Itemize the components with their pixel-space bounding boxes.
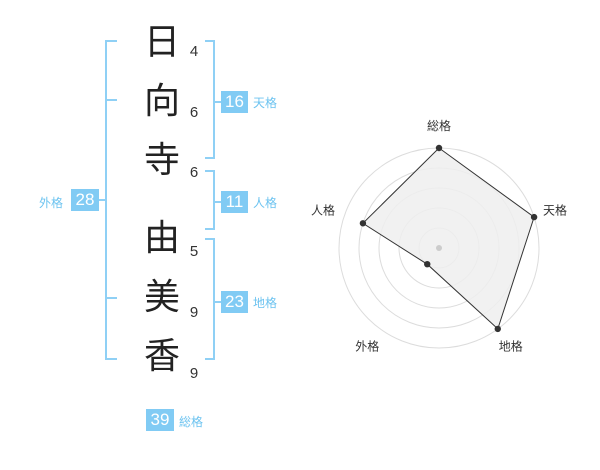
radar-point-3: [494, 325, 501, 333]
radar-polygon: [362, 147, 535, 330]
gaikaku-label: 外格: [39, 196, 64, 210]
tenkaku-label: 天格: [253, 96, 278, 110]
stroke-count-1: 4: [189, 43, 199, 60]
radar-center-dot: [436, 245, 442, 251]
name-char-4: 由: [143, 218, 180, 259]
name-char-6: 香: [143, 336, 180, 377]
name-char-5: 美: [143, 277, 180, 318]
radar-axis-label-2: 天格: [543, 202, 567, 217]
soukaku-label: 総格: [179, 415, 204, 429]
name-char-2: 向: [143, 81, 180, 122]
soukaku-value-badge: 39: [146, 409, 174, 431]
stroke-count-6: 9: [189, 365, 199, 382]
radar-shape: [359, 144, 538, 333]
stroke-count-2: 6: [189, 104, 199, 121]
name-char-3: 寺: [143, 140, 180, 181]
radar-point-1: [435, 144, 443, 152]
radar-axis-label-3: 地格: [499, 339, 523, 354]
chikaku-value-badge: 23: [221, 291, 248, 313]
radar-axis-label-5: 人格: [311, 202, 335, 217]
stroke-count-3: 6: [189, 164, 199, 181]
tenkaku-value-badge: 16: [221, 91, 248, 113]
radar-point-2: [530, 213, 538, 221]
radar-axis-label-4: 外格: [355, 339, 379, 354]
stroke-count-5: 9: [189, 304, 199, 321]
jinkaku-value-badge: 11: [221, 191, 248, 213]
radar-point-4: [424, 260, 431, 268]
radar-axis-label-1: 総格: [427, 118, 451, 133]
gaikaku-value-badge: 28: [71, 189, 99, 211]
jinkaku-label: 人格: [253, 196, 278, 210]
radar-point-5: [359, 220, 367, 227]
name-char-1: 日: [143, 22, 180, 63]
chikaku-label: 地格: [253, 296, 278, 310]
stroke-count-4: 5: [189, 243, 199, 260]
